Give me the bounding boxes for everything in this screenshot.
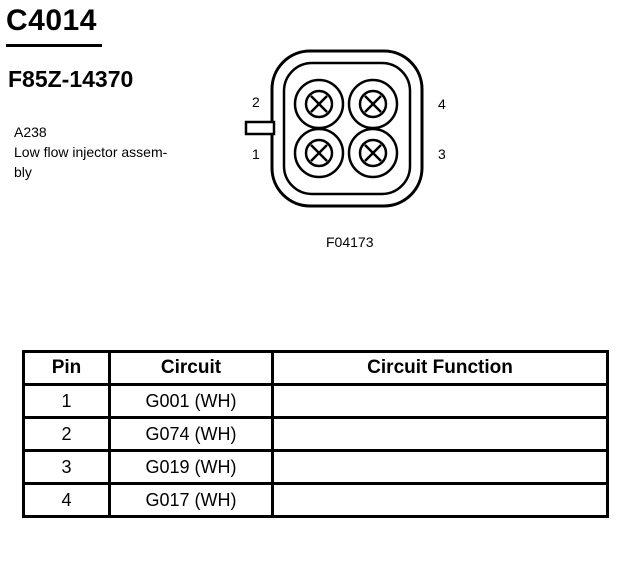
component-name: Low flow injector assem- bly	[14, 144, 168, 180]
cell-function	[271, 416, 609, 452]
table-row: 2 G074 (WH)	[22, 416, 609, 452]
pin-cavity-3	[347, 127, 399, 179]
header-circuit-function: Circuit Function	[271, 350, 609, 386]
component-description: A238 Low flow injector assem- bly	[14, 122, 199, 182]
figure-id: F04173	[326, 234, 374, 250]
title-underline	[6, 44, 102, 47]
connector-housing-inner	[282, 61, 412, 196]
cell-function	[271, 482, 609, 518]
pin-label-1: 1	[252, 146, 260, 162]
pin-label-3: 3	[438, 146, 446, 162]
cell-circuit: G074 (WH)	[108, 416, 274, 452]
connector-housing-outer	[270, 49, 424, 208]
pin-cavity-2	[293, 78, 345, 130]
cell-circuit: G017 (WH)	[108, 482, 274, 518]
header-circuit: Circuit	[108, 350, 274, 386]
header-pin: Pin	[22, 350, 111, 386]
cell-pin: 1	[22, 383, 111, 419]
table-row: 3 G019 (WH)	[22, 449, 609, 485]
cell-circuit: G019 (WH)	[108, 449, 274, 485]
cell-pin: 2	[22, 416, 111, 452]
pin-cavity-4	[347, 78, 399, 130]
connector-face-diagram	[244, 49, 424, 208]
table-row: 4 G017 (WH)	[22, 482, 609, 518]
connector-id: C4014	[6, 4, 97, 37]
pin-cavity-1	[293, 127, 345, 179]
cell-function	[271, 449, 609, 485]
table-row: 1 G001 (WH)	[22, 383, 609, 419]
component-code: A238	[14, 124, 47, 140]
pin-circuit-table: Pin Circuit Circuit Function 1 G001 (WH)…	[22, 350, 609, 518]
pin-label-2: 2	[252, 94, 260, 110]
cell-circuit: G001 (WH)	[108, 383, 274, 419]
pin-label-4: 4	[438, 96, 446, 112]
table-header-row: Pin Circuit Circuit Function	[22, 350, 609, 386]
cell-pin: 3	[22, 449, 111, 485]
cell-function	[271, 383, 609, 419]
cell-pin: 4	[22, 482, 111, 518]
connector-lock-tab	[244, 120, 276, 136]
part-number: F85Z-14370	[8, 66, 134, 92]
